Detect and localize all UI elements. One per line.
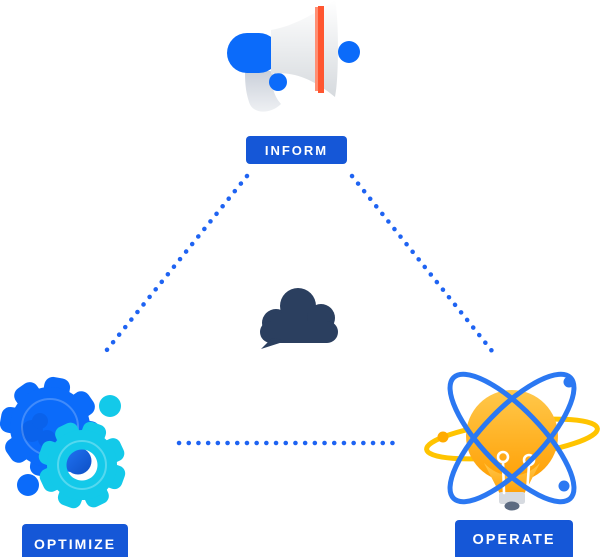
megaphone-stripe bbox=[318, 6, 324, 93]
inform-label: INFORM bbox=[246, 136, 347, 164]
gear-hub-ball bbox=[64, 447, 92, 475]
megaphone-knob-right bbox=[338, 41, 360, 63]
cyan-gear bbox=[38, 421, 126, 509]
orbit-blue-dot-top bbox=[563, 376, 575, 388]
bulb-tip bbox=[504, 501, 520, 511]
connector-inform-operate bbox=[349, 173, 499, 359]
lightbulb-atom-icon bbox=[424, 371, 600, 511]
bulb-base bbox=[499, 492, 525, 504]
orbit-blue-dot-bottom bbox=[558, 480, 570, 492]
connector-inform-optimize bbox=[99, 173, 250, 359]
accent-blue-circle bbox=[17, 474, 39, 496]
optimize-label: OPTIMIZE bbox=[22, 524, 128, 557]
lightbulb bbox=[466, 390, 558, 511]
accent-cyan-circle bbox=[99, 395, 121, 417]
cloud-chat-icon bbox=[260, 288, 338, 349]
orbit-blue-2 bbox=[447, 371, 577, 505]
cloud-chat-tail bbox=[261, 338, 286, 349]
megaphone-knob-small bbox=[269, 73, 287, 91]
megaphone-mouthpiece bbox=[227, 33, 279, 73]
gears-icon bbox=[0, 376, 126, 509]
operate-label: OPERATE bbox=[455, 520, 573, 557]
megaphone-stripe-light bbox=[315, 7, 319, 91]
megaphone-icon bbox=[227, 0, 360, 112]
orbit-yellow-dot bbox=[437, 431, 449, 443]
